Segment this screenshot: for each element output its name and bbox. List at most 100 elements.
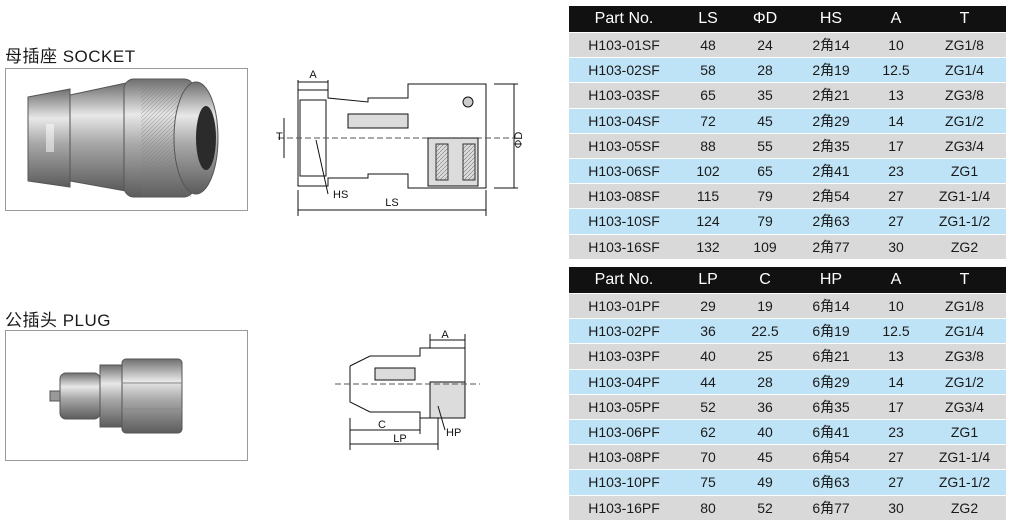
table-cell: ZG3/4 bbox=[923, 393, 1006, 420]
column-header: LP bbox=[679, 267, 737, 294]
table-cell: 13 bbox=[869, 343, 923, 370]
table-cell: 23 bbox=[869, 418, 923, 445]
table-cell: 6角21 bbox=[793, 343, 869, 370]
table-cell: 45 bbox=[737, 107, 793, 134]
table-cell: 45 bbox=[737, 444, 793, 470]
table-cell: 2角54 bbox=[793, 183, 869, 209]
table-cell: 14 bbox=[869, 368, 923, 395]
table-cell: 30 bbox=[869, 494, 923, 520]
column-header: ΦD bbox=[737, 6, 793, 33]
table-cell: 6角29 bbox=[793, 368, 869, 395]
table-cell: H103-08SF bbox=[569, 183, 679, 209]
table-cell: H103-06PF bbox=[569, 418, 679, 445]
table-cell: 36 bbox=[737, 393, 793, 420]
table-cell: 29 bbox=[679, 292, 737, 319]
table-cell: 65 bbox=[679, 82, 737, 109]
table-cell: ZG2 bbox=[923, 233, 1006, 259]
table-cell: ZG1-1/4 bbox=[923, 444, 1006, 470]
table-cell: 124 bbox=[679, 208, 737, 234]
table-cell: 13 bbox=[869, 82, 923, 109]
table-cell: 52 bbox=[679, 393, 737, 420]
table-cell: 2角14 bbox=[793, 31, 869, 58]
table-cell: ZG2 bbox=[923, 494, 1006, 520]
socket-photo bbox=[5, 68, 248, 211]
column-header: LS bbox=[679, 6, 737, 33]
socket-dim-ls: LS bbox=[385, 197, 398, 209]
table-cell: 44 bbox=[679, 368, 737, 395]
table-cell: H103-05SF bbox=[569, 132, 679, 159]
table-cell: 17 bbox=[869, 393, 923, 420]
socket-dim-a: A bbox=[309, 69, 317, 81]
table-cell: H103-06SF bbox=[569, 157, 679, 184]
table-cell: 62 bbox=[679, 418, 737, 445]
table-cell: 12.5 bbox=[869, 57, 923, 83]
plug-photo bbox=[5, 330, 248, 461]
table-cell: 6角35 bbox=[793, 393, 869, 420]
table-cell: 6角54 bbox=[793, 444, 869, 470]
table-cell: ZG3/8 bbox=[923, 343, 1006, 370]
table-cell: H103-01SF bbox=[569, 31, 679, 58]
plug-diagram: A C LP HP bbox=[335, 329, 480, 450]
table-cell: H103-02SF bbox=[569, 57, 679, 83]
column-header: A bbox=[869, 6, 923, 33]
table-cell: 14 bbox=[869, 107, 923, 134]
column-header: T bbox=[923, 6, 1006, 33]
table-cell: 2角19 bbox=[793, 57, 869, 83]
table-cell: H103-04SF bbox=[569, 107, 679, 134]
table-cell: ZG1/2 bbox=[923, 107, 1006, 134]
table-cell: 19 bbox=[737, 292, 793, 319]
table-cell: ZG3/4 bbox=[923, 132, 1006, 159]
table-cell: 40 bbox=[737, 418, 793, 445]
table-cell: 2角35 bbox=[793, 132, 869, 159]
table-cell: 28 bbox=[737, 57, 793, 83]
table-cell: 6角41 bbox=[793, 418, 869, 445]
table-cell: 6角19 bbox=[793, 318, 869, 344]
table-cell: 2角77 bbox=[793, 233, 869, 259]
table-cell: H103-02PF bbox=[569, 318, 679, 344]
socket-diagram: A T HS LS ΦD bbox=[276, 69, 525, 216]
table-cell: 10 bbox=[869, 292, 923, 319]
table-cell: 72 bbox=[679, 107, 737, 134]
plug-title: 公插头 PLUG bbox=[5, 311, 112, 330]
table-cell: 48 bbox=[679, 31, 737, 58]
table-cell: ZG1/2 bbox=[923, 368, 1006, 395]
table-cell: 28 bbox=[737, 368, 793, 395]
table-cell: ZG1 bbox=[923, 418, 1006, 445]
table-cell: 52 bbox=[737, 494, 793, 520]
table-cell: 6角14 bbox=[793, 292, 869, 319]
table-cell: 27 bbox=[869, 444, 923, 470]
table-cell: H103-03PF bbox=[569, 343, 679, 370]
table-cell: 70 bbox=[679, 444, 737, 470]
table-cell: H103-03SF bbox=[569, 82, 679, 109]
table-cell: H103-05PF bbox=[569, 393, 679, 420]
column-header: Part No. bbox=[569, 6, 679, 33]
table-cell: ZG1-1/2 bbox=[923, 208, 1006, 234]
plug-dim-lp: LP bbox=[393, 433, 406, 445]
table-cell: ZG1/4 bbox=[923, 57, 1006, 83]
table-cell: 27 bbox=[869, 183, 923, 209]
table-cell: 109 bbox=[737, 233, 793, 259]
table-cell: 30 bbox=[869, 233, 923, 259]
table-cell: 2角21 bbox=[793, 82, 869, 109]
socket-title: 母插座 SOCKET bbox=[5, 47, 136, 66]
table-cell: 6角63 bbox=[793, 469, 869, 495]
column-header: A bbox=[869, 267, 923, 294]
table-cell: 80 bbox=[679, 494, 737, 520]
table-cell: H103-16SF bbox=[569, 233, 679, 259]
